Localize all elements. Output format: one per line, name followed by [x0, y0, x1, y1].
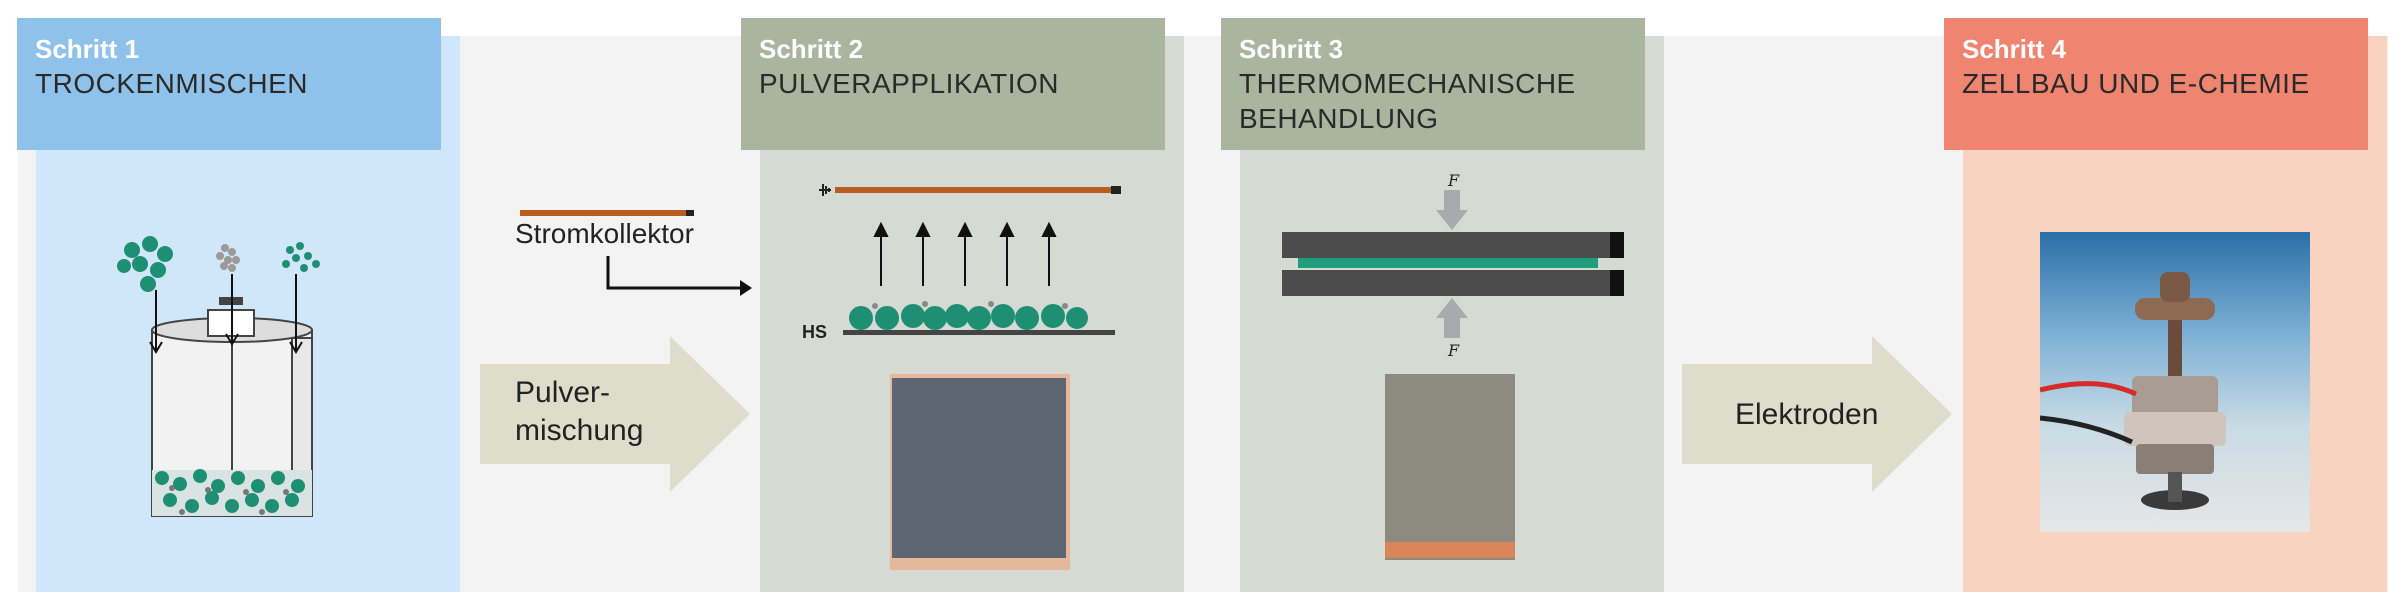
pressed-electrode-sample-image [1385, 374, 1515, 560]
step4-title: ZELLBAU UND E-CHEMIE [1962, 68, 2310, 99]
process-arrow-1-label: Pulver- mischung [515, 376, 644, 447]
step2-title: PULVERAPPLIKATION [759, 68, 1059, 99]
current-collector-icon [520, 210, 694, 216]
step2-number: Schritt 2 [759, 34, 864, 64]
force-down-arrow-icon [1436, 190, 1468, 230]
test-cell-icon [2040, 272, 2226, 510]
hs-label: HS [802, 322, 828, 342]
powder-application-illustration [819, 184, 1121, 335]
press-illustration: F F [1282, 171, 1624, 360]
powder-particles-icon [849, 304, 1088, 330]
particles-carbon-icon [216, 244, 240, 272]
press-plate-bottom [1282, 270, 1622, 296]
step3-title: THERMOMECHANISCHE BEHANDLUNG [1239, 68, 1576, 134]
substrate-icon [843, 330, 1115, 335]
step1-header: Schritt 1 TROCKENMISCHEN [17, 18, 441, 150]
top-electrode-icon [835, 187, 1115, 193]
particles-large-icon [117, 236, 173, 292]
step4-number: Schritt 4 [1962, 34, 2067, 64]
test-cell-photo [2040, 232, 2310, 532]
step3-header: Schritt 3 THERMOMECHANISCHE BEHANDLUNG [1221, 18, 1645, 150]
force-up-arrow-icon [1436, 298, 1468, 338]
current-collector-label: Stromkollektor [515, 218, 694, 249]
step1-number: Schritt 1 [35, 34, 140, 64]
electrode-layer [1298, 258, 1598, 268]
pressed-electrode-copper-edge [1385, 542, 1515, 558]
ground-icon [819, 184, 831, 196]
particles-small-icon [282, 242, 320, 272]
process-arrow-2 [1682, 336, 1952, 492]
step4-header: Schritt 4 ZELLBAU UND E-CHEMIE [1944, 18, 2368, 150]
press-plate-top [1282, 232, 1622, 258]
process-arrow-1 [480, 336, 750, 492]
force-top-label: F [1447, 171, 1460, 190]
step2-header: Schritt 2 PULVERAPPLIKATION [741, 18, 1165, 150]
force-bottom-label: F [1447, 341, 1460, 360]
step1-title: TROCKENMISCHEN [35, 68, 309, 99]
mixer-illustration [117, 236, 320, 517]
mixed-powder-icon [152, 469, 312, 516]
powder-electrode-coating [892, 378, 1066, 558]
feed-arrow-icon [606, 256, 752, 296]
step3-number: Schritt 3 [1239, 34, 1344, 64]
process-arrow-2-label: Elektroden [1735, 398, 1879, 431]
